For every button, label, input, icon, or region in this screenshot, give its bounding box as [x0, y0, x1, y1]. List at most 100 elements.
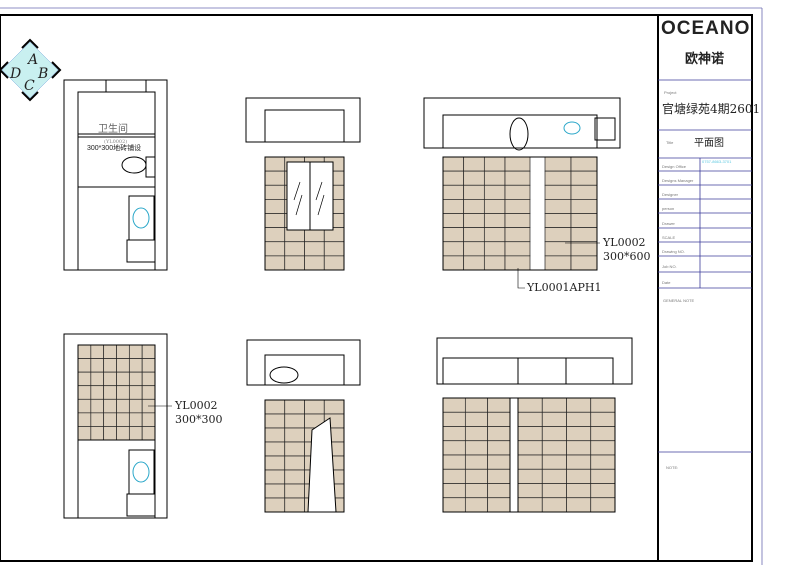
mosaic-strip-tile: [504, 255, 531, 271]
wall-tile: [264, 170, 286, 186]
floor-tile: [116, 426, 130, 441]
wall-tile: [463, 199, 485, 214]
wall-tile: [487, 497, 511, 513]
wall-tile: [570, 241, 598, 257]
general-note: GENERAL NOTE: [663, 298, 695, 303]
wall-tile: [264, 241, 286, 257]
mosaic-strip-tile: [504, 184, 531, 200]
wall-tile: [570, 199, 598, 214]
wall-tile: [304, 399, 325, 415]
floor-tile: [103, 385, 117, 400]
floor-tile: [90, 385, 105, 400]
wall-tile: [517, 483, 543, 499]
wall-tile: [570, 184, 598, 200]
wall-tile: [442, 227, 465, 243]
wall-tile: [487, 411, 511, 427]
wall-tile: [284, 241, 305, 257]
wall-tile: [264, 399, 286, 415]
abcd-logo: A B C D: [0, 38, 62, 102]
wall-tile: [544, 241, 572, 257]
title-block-row-label: Designs Manager: [662, 178, 694, 183]
wall-tile: [463, 156, 485, 172]
wall-tile: [304, 241, 325, 257]
wall-tile: [264, 469, 286, 485]
wall-tile: [541, 411, 567, 427]
strip-tile-label: YL0001APH1: [527, 281, 602, 294]
wall-tile: [483, 156, 506, 172]
wall-tile: [264, 213, 286, 228]
wall-tile: [483, 255, 506, 271]
wall-tile: [541, 468, 567, 484]
wall-tile: [264, 497, 286, 513]
floor-tile: [128, 371, 143, 387]
floor-tile: [141, 358, 156, 373]
floor-tile: [128, 412, 143, 427]
project-name: 官塘绿苑4期2601: [662, 102, 761, 116]
floor-tile: [77, 426, 92, 441]
room-name: 卫生间: [98, 124, 128, 135]
wall-tile: [517, 426, 543, 442]
bathroom-plan-bottom: [63, 333, 168, 519]
title-block-row-label: Design Office: [662, 164, 686, 169]
wall-tile: [487, 468, 511, 484]
wall-tile: [544, 170, 572, 186]
wall-tile: [541, 454, 567, 470]
wall-tile: [566, 454, 592, 470]
wall-tile: [442, 411, 466, 427]
wall-tile: [517, 468, 543, 484]
wall-tile: [517, 411, 543, 427]
wall-tile: [442, 397, 466, 413]
wall-tile: [517, 440, 543, 456]
wall-tile: [566, 411, 592, 427]
elevation-top-middle: [245, 97, 361, 271]
floor-tile: [77, 385, 92, 400]
tile-code: YL0002: [603, 236, 646, 249]
wall-tile: [284, 427, 305, 443]
wall-tile: [442, 468, 466, 484]
wall-tile: [284, 255, 305, 271]
floor-tile: [128, 358, 143, 373]
wall-tile: [464, 497, 489, 513]
svg-text:C: C: [24, 78, 35, 94]
wall-tile: [570, 213, 598, 228]
wall-tile: [566, 440, 592, 456]
elevation-top-right: [423, 97, 621, 271]
wall-tile: [464, 454, 489, 470]
wall-tile: [544, 227, 572, 243]
wall-tile: [442, 426, 466, 442]
floor-tile: [103, 398, 117, 414]
wall-tile: [284, 483, 305, 499]
wall-tile: [442, 156, 465, 172]
wall-tile: [264, 427, 286, 443]
wall-tile: [541, 440, 567, 456]
wall-tile: [442, 170, 465, 186]
wall-tile: [566, 426, 592, 442]
wall-tile: [442, 199, 465, 214]
svg-text:B: B: [37, 66, 48, 82]
wall-tile: [566, 497, 592, 513]
floor-tile: [116, 412, 130, 427]
svg-text:D: D: [9, 66, 21, 82]
floor-tile: [90, 426, 105, 441]
wall-tile: [304, 255, 325, 271]
floor-tile: [103, 344, 117, 359]
title-block-row-label: Job NO.: [662, 264, 677, 269]
wall-tile: [284, 469, 305, 485]
floor-tile: [141, 344, 156, 359]
floor-tile: [141, 371, 156, 387]
drawing-title: 平面图: [694, 138, 724, 149]
wall-tile: [544, 184, 572, 200]
wall-tile: [544, 199, 572, 214]
wall-tile: [464, 483, 489, 499]
wall-tile: [463, 227, 485, 243]
wall-tile: [464, 426, 489, 442]
room-code: (YL0002): [104, 139, 128, 145]
wall-tile: [284, 399, 305, 415]
wall-tile: [464, 411, 489, 427]
bathroom-plan-top: [63, 79, 168, 271]
wall-tile: [570, 227, 598, 243]
elevation-bottom-middle: [246, 339, 361, 513]
elevation-bottom-right: [436, 337, 633, 513]
floor-tile: [116, 398, 130, 414]
